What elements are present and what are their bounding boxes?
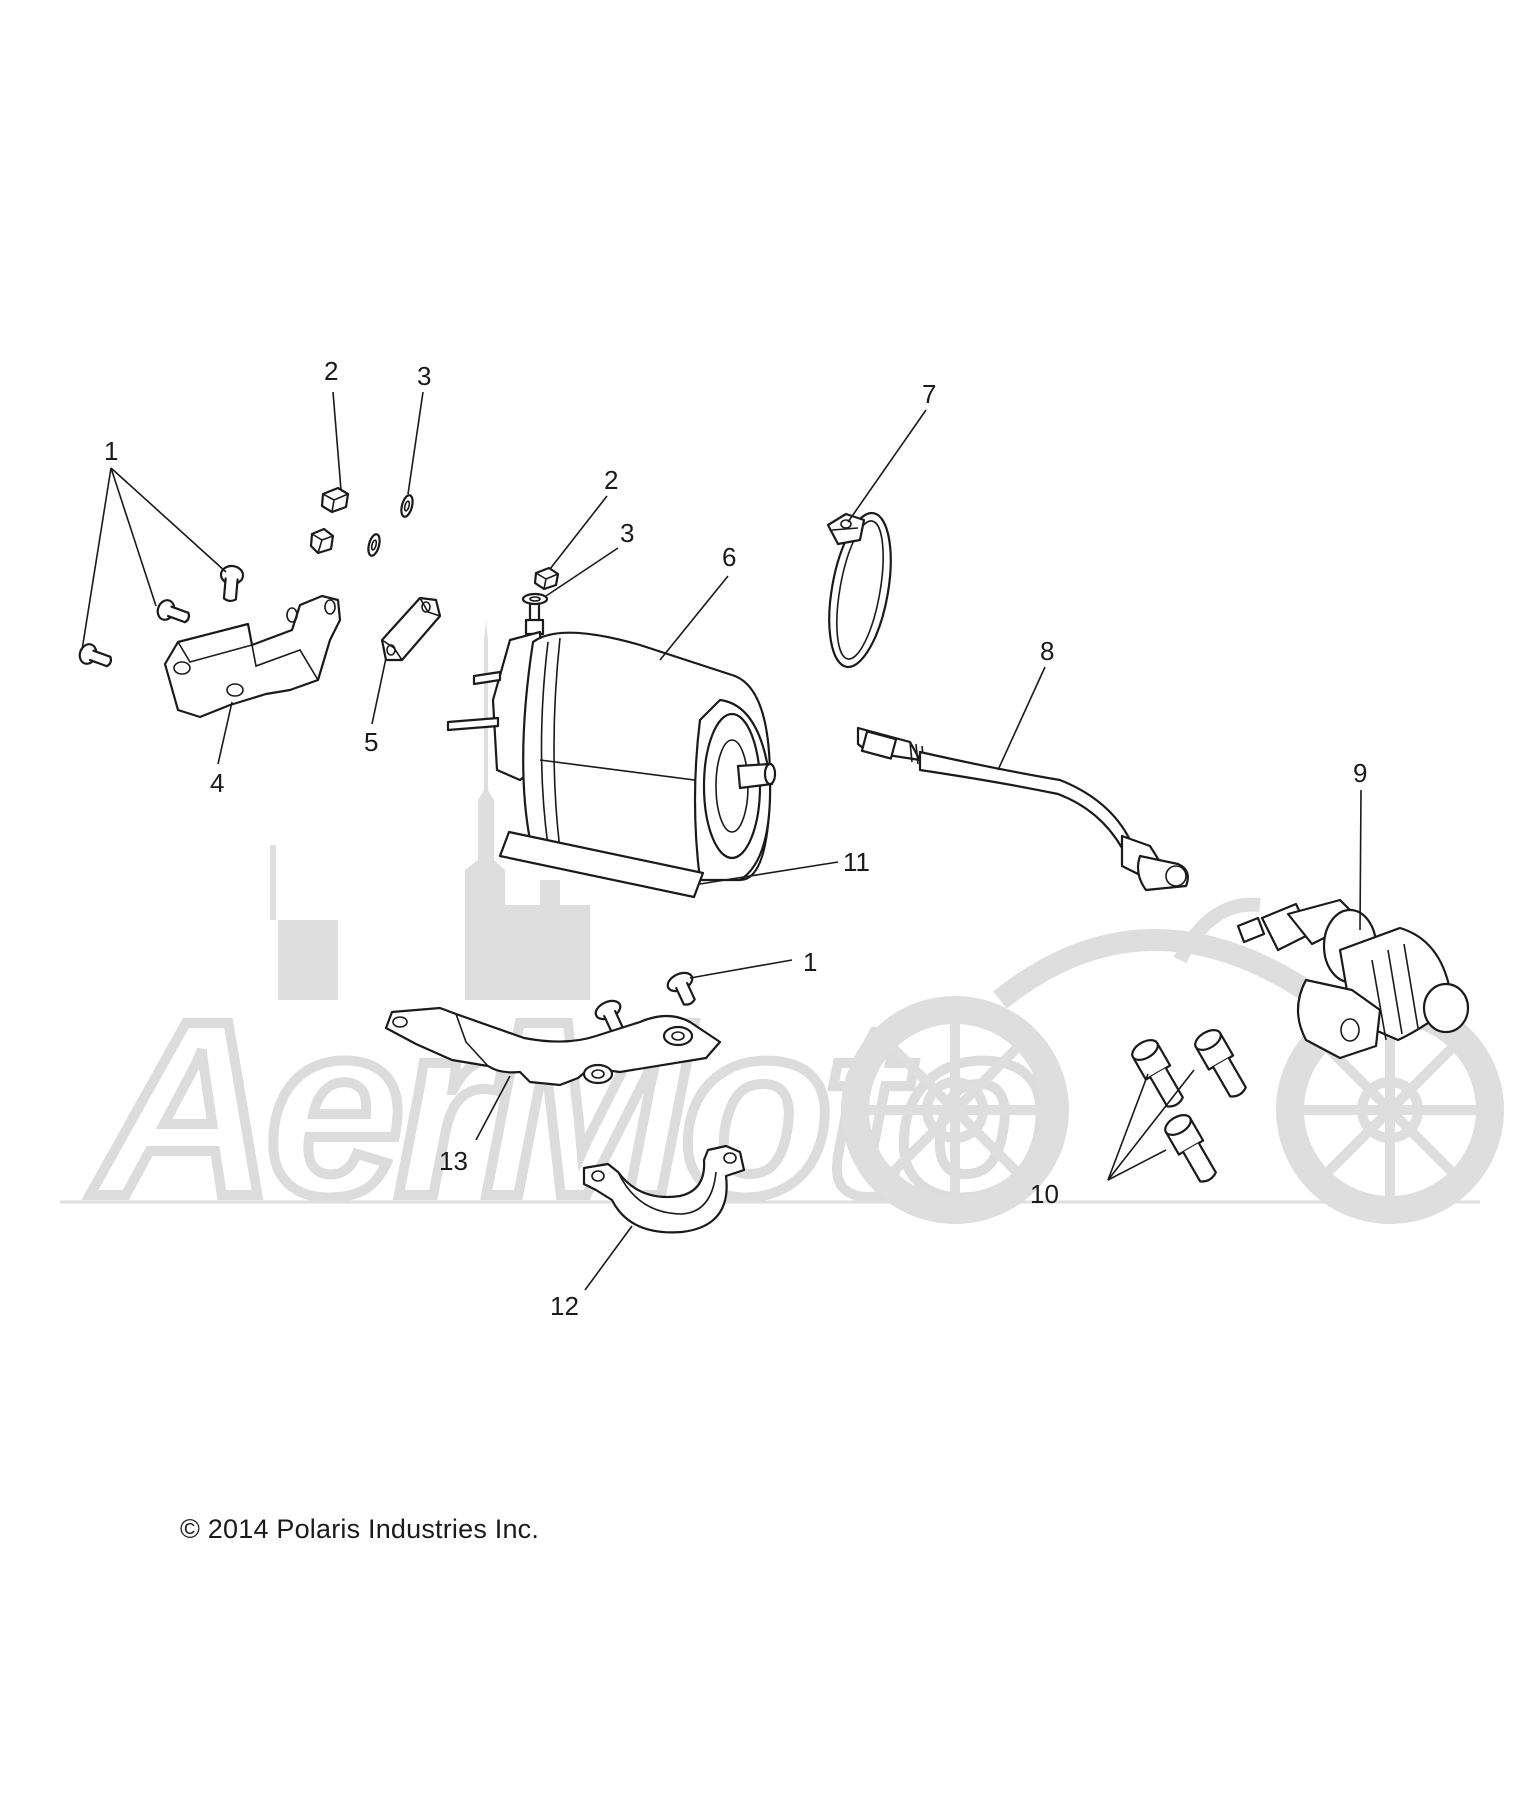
washer-part-3 bbox=[367, 494, 549, 606]
callout-2-motor: 2 bbox=[604, 465, 618, 495]
drive-gear-part-9 bbox=[1236, 898, 1470, 1060]
callout-2-upper: 2 bbox=[324, 356, 338, 386]
cap-screw-part-10 bbox=[1131, 1029, 1247, 1183]
band-clamp-part-12 bbox=[582, 1144, 746, 1234]
copyright-notice: © 2014 Polaris Industries Inc. bbox=[180, 1514, 540, 1544]
callout-1-lower: 1 bbox=[803, 947, 817, 977]
callout-labels: 1 2 3 2 3 4 5 6 7 8 9 10 11 1 12 13 bbox=[104, 356, 1367, 1321]
mounting-bracket-part-4 bbox=[163, 594, 342, 719]
bolt-part-1-lower bbox=[594, 971, 696, 1034]
callout-1-upper: 1 bbox=[104, 436, 118, 466]
starter-motor-part-6 bbox=[446, 603, 777, 882]
leader-lines bbox=[81, 391, 1362, 1291]
cable-part-8 bbox=[856, 726, 1189, 892]
nut-part-2 bbox=[309, 486, 560, 591]
callout-7: 7 bbox=[922, 379, 936, 409]
bolt-part-1 bbox=[78, 564, 245, 668]
callout-6: 6 bbox=[722, 542, 736, 572]
callout-9: 9 bbox=[1353, 758, 1367, 788]
callout-8: 8 bbox=[1040, 636, 1054, 666]
hose-clamp-part-7 bbox=[826, 511, 892, 669]
callout-11: 11 bbox=[843, 847, 870, 877]
callout-5: 5 bbox=[364, 727, 378, 757]
support-plate-part-13 bbox=[384, 1006, 722, 1087]
callout-4: 4 bbox=[210, 768, 224, 798]
small-bracket-part-5 bbox=[380, 596, 442, 662]
pad-part-11 bbox=[498, 830, 705, 899]
callout-10: 10 bbox=[1030, 1179, 1059, 1209]
callout-12: 12 bbox=[550, 1291, 579, 1321]
callout-3-upper: 3 bbox=[417, 361, 431, 391]
callout-3-motor: 3 bbox=[620, 518, 634, 548]
callout-13: 13 bbox=[439, 1146, 468, 1176]
